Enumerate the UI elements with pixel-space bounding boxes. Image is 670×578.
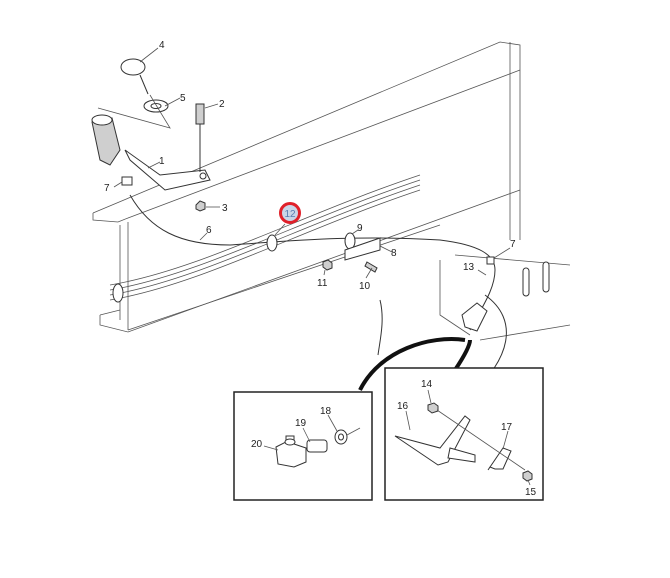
callout-19[interactable]: 19 [295, 418, 307, 429]
detail-inset-fittings [233, 391, 373, 501]
callout-17[interactable]: 17 [501, 422, 513, 433]
callout-8[interactable]: 8 [391, 248, 397, 259]
callout-15[interactable]: 15 [525, 487, 537, 498]
callout-6[interactable]: 6 [206, 225, 212, 236]
callout-20[interactable]: 20 [251, 439, 263, 450]
callout-18[interactable]: 18 [320, 406, 332, 417]
leader-lines [113, 47, 531, 486]
cable-handle-assembly [91, 58, 211, 212]
detail-link-arc-left [358, 337, 466, 391]
callout-12[interactable]: 12 [284, 209, 296, 220]
callout-10[interactable]: 10 [359, 281, 371, 292]
callout-4[interactable]: 4 [159, 40, 165, 51]
leaf-spring [109, 174, 421, 303]
frame-rail [92, 41, 521, 333]
cross-member [439, 254, 571, 341]
cable [129, 194, 507, 396]
callouts: 4 5 2 1 7 3 6 12 9 8 11 10 7 13 14 16 17… [104, 40, 537, 498]
callout-13[interactable]: 13 [463, 262, 475, 273]
callout-9[interactable]: 9 [357, 223, 363, 234]
callout-2[interactable]: 2 [219, 99, 225, 110]
callout-16[interactable]: 16 [397, 401, 409, 412]
callout-14[interactable]: 14 [421, 379, 433, 390]
callout-12-highlighted[interactable]: 12 [279, 202, 301, 224]
callout-1[interactable]: 1 [159, 156, 165, 167]
detail-inset-bracket [384, 367, 544, 501]
callout-11[interactable]: 11 [317, 278, 328, 289]
callout-3[interactable]: 3 [222, 203, 228, 214]
callout-5[interactable]: 5 [180, 93, 186, 104]
callout-7-left[interactable]: 7 [104, 183, 110, 194]
detail-link-arc-right [453, 339, 472, 372]
callout-7-right[interactable]: 7 [510, 239, 516, 250]
